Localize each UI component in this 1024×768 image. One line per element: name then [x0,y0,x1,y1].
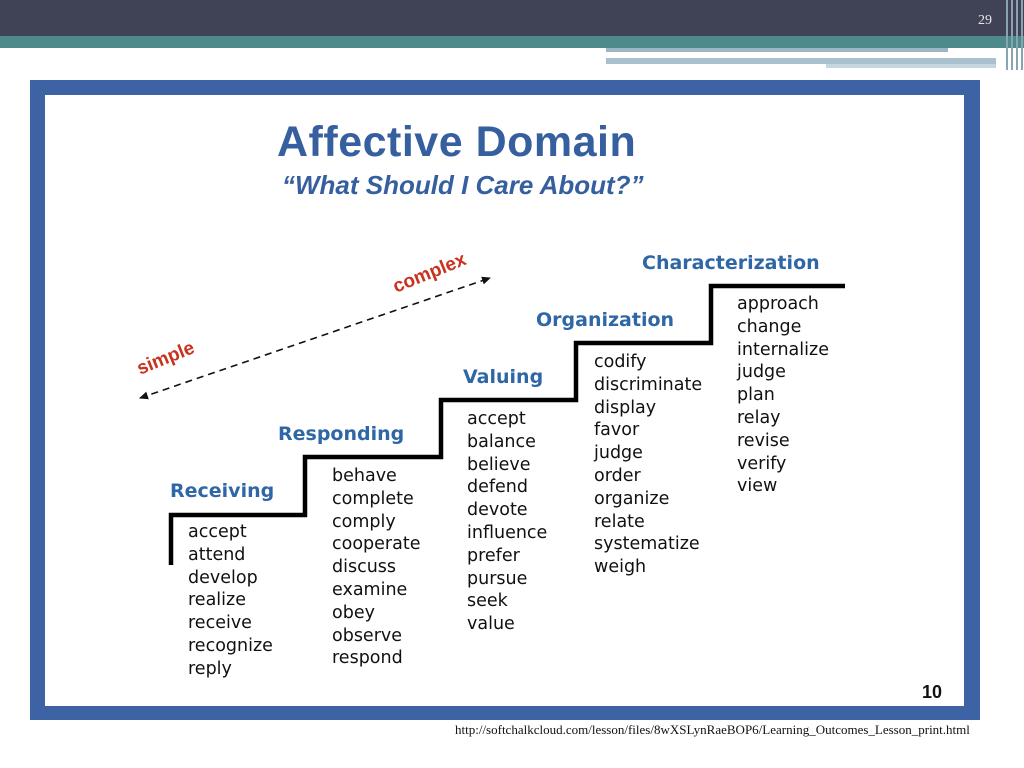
list-item: discuss [332,557,397,578]
figure-title: Affective Domain [277,118,637,166]
verb-list-valuing: accept balance believe defend devote inf… [467,408,547,636]
list-item: favor [594,420,640,441]
list-item: value [467,614,515,635]
list-item: seek [467,591,508,612]
list-item: examine [332,579,408,600]
list-item: comply [332,511,396,532]
list-item: reply [188,658,232,679]
slide-top-bar [0,0,1024,36]
level-heading-receiving: Receiving [170,480,275,502]
list-item: codify [594,352,647,372]
list-item: revise [737,430,790,451]
list-item: accept [188,522,247,542]
list-item: relay [737,407,781,428]
figure-bottom-bar [30,708,980,720]
list-item: weigh [594,557,647,578]
level-heading-organization: Organization [536,309,675,331]
list-item: cooperate [332,534,421,555]
list-item: pursue [467,568,528,589]
list-item: develop [188,567,258,588]
list-item: judge [737,362,786,383]
complexity-arrow [139,276,491,400]
staircase-line [168,283,845,565]
list-item: obey [332,602,375,623]
list-item: attend [188,544,246,565]
level-heading-characterization: Characterization [642,252,820,274]
list-item: realize [188,590,246,611]
list-item: observe [332,625,403,646]
list-item: approach [737,294,819,314]
slide-page-number: 29 [978,13,992,28]
list-item: discriminate [594,374,703,395]
figure-subtitle: “What Should I Care About?” [282,170,644,200]
list-item: accept [467,409,526,429]
list-item: complete [332,488,414,509]
verb-list-characterization: approach change internalize judge plan r… [737,293,829,498]
list-item: prefer [467,545,520,566]
verb-list-organization: codify discriminate display favor judge … [594,351,702,579]
list-item: believe [467,454,531,475]
list-item: view [737,476,778,497]
list-item: devote [467,500,528,521]
list-item: plan [737,385,775,406]
list-item: internalize [737,339,829,360]
source-url-text: http://softchalkcloud.com/lesson/files/8… [455,722,970,737]
list-item: organize [594,488,670,509]
list-item: behave [332,466,397,486]
list-item: balance [467,431,536,452]
figure-image-number: 10 [922,682,943,702]
decorative-strip [606,48,948,52]
verb-list-responding: behave complete comply cooperate discuss… [332,465,420,670]
list-item: order [594,465,641,486]
staircase-diagram [139,276,845,565]
list-item: respond [332,648,403,669]
slide-accent-band [0,36,1024,48]
list-item: judge [594,443,643,464]
list-item: systematize [594,534,700,555]
list-item: verify [737,453,787,474]
decorative-strip [826,64,996,68]
list-item: relate [594,511,645,532]
list-item: display [594,397,657,418]
level-heading-responding: Responding [278,423,405,445]
list-item: receive [188,613,252,634]
list-item: defend [467,477,529,498]
decorative-stripes [1004,0,1024,70]
decorative-strip [606,58,996,64]
list-item: influence [467,522,548,543]
list-item: change [737,316,802,337]
verb-list-receiving: accept attend develop realize receive re… [188,521,273,681]
list-item: recognize [188,635,273,656]
level-heading-valuing: Valuing [463,366,544,388]
